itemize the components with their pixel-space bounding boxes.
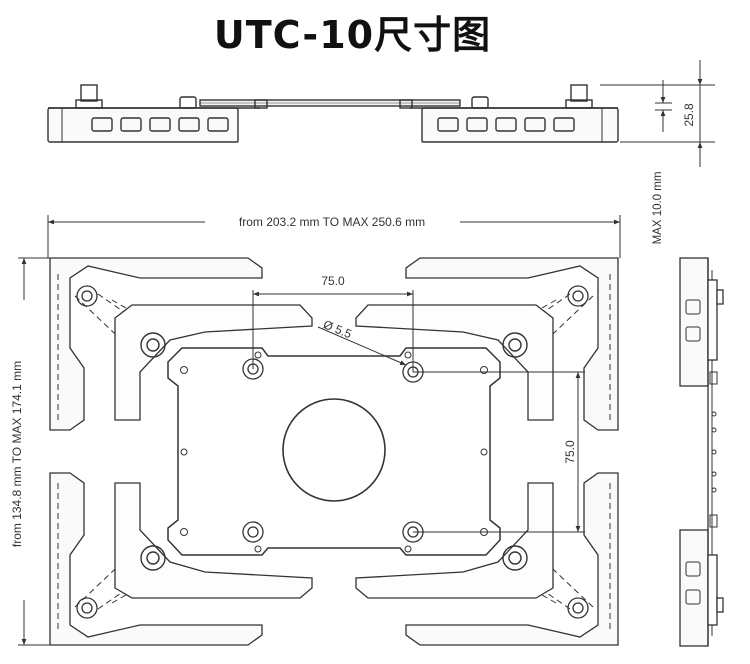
dimension-hole-spacing-v xyxy=(413,371,585,533)
dimension-25-8 xyxy=(600,60,715,167)
front-view xyxy=(49,257,619,646)
top-view-left-knob xyxy=(75,84,103,109)
dimension-hole-spacing-h xyxy=(252,290,414,372)
pivot-bolt-br xyxy=(502,545,528,571)
pivot-bolt-tl xyxy=(140,332,166,358)
top-view-left-slots xyxy=(91,117,229,132)
dimension-max-thickness-label: MAX 10.0 mm xyxy=(652,172,664,245)
dimension-width-range xyxy=(47,215,621,258)
top-view-left-bracket xyxy=(47,107,239,143)
top-view-small-bolts xyxy=(179,96,489,109)
corner-knob-bl xyxy=(76,597,98,619)
center-hole xyxy=(282,398,386,502)
top-view xyxy=(47,84,619,143)
inner-arm-bottom-left xyxy=(114,482,313,599)
corner-knobs xyxy=(76,285,589,619)
top-view-right-slots xyxy=(437,117,575,132)
dimension-hole-diameter-label: Ø 5.5 xyxy=(321,317,354,341)
pivot-bolt-bl xyxy=(140,545,166,571)
dimension-height-range-label: from 134.8 mm TO MAX 174.1 mm xyxy=(10,361,24,547)
center-mount-plate xyxy=(167,347,501,556)
inner-arm-top-right xyxy=(355,304,554,421)
dimension-max-thickness xyxy=(655,80,672,132)
dimension-hole-spacing-h-label: 75.0 xyxy=(321,274,345,288)
vesa-hole-bottom-left xyxy=(242,521,264,543)
pivot-bolts xyxy=(140,332,528,571)
dimension-width-range-label: from 203.2 mm TO MAX 250.6 mm xyxy=(239,215,425,229)
dimension-hole-diameter xyxy=(317,326,407,366)
dimension-hole-spacing-v-label: 75.0 xyxy=(563,440,577,464)
top-view-right-knob xyxy=(565,84,593,109)
top-view-right-bracket xyxy=(421,107,619,143)
pivot-bolt-tr xyxy=(502,332,528,358)
side-view-slots xyxy=(685,299,701,605)
corner-knob-tl xyxy=(76,285,98,307)
corner-knob-tr xyxy=(567,285,589,307)
dimension-25-8-label: 25.8 xyxy=(682,103,696,127)
corner-knob-br xyxy=(567,597,589,619)
side-view xyxy=(679,257,724,647)
inner-arm-top-left xyxy=(114,304,313,421)
side-view-studs xyxy=(709,371,718,528)
inner-arm-bottom-right xyxy=(355,482,554,599)
drawing-title: UTC-10尺寸图 xyxy=(213,13,492,57)
